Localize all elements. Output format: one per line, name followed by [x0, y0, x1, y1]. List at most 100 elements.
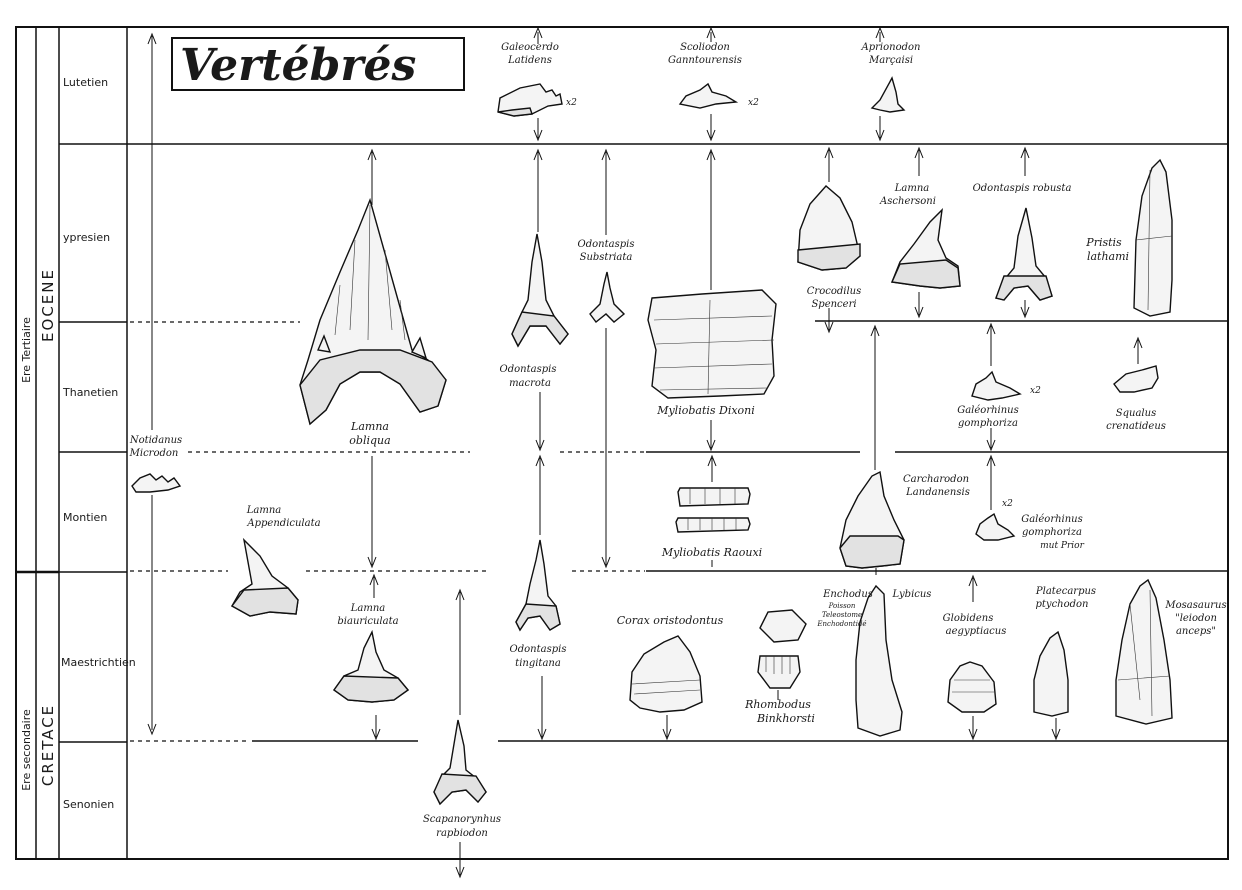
chart-frame — [15, 26, 1229, 860]
myliobatis-dixoni-plate — [647, 289, 777, 399]
label-notidanus-2: Microdon — [129, 448, 179, 459]
label-odontaspis-macrota-1: Odontaspis — [500, 364, 557, 375]
stage-montien: Montien — [63, 511, 107, 524]
stage-thanetien: Thanetien — [62, 386, 118, 399]
galeocerdo-tooth — [497, 83, 563, 117]
label-odontaspis-robusta: Odontaspis robusta — [973, 183, 1072, 194]
corax-tooth — [629, 635, 703, 713]
lamna-biauriculata-tooth — [333, 629, 410, 703]
scapanorynchus-tooth — [433, 719, 487, 806]
label-galeocerdo-2: Latidens — [507, 55, 552, 66]
era-tertiary-label: Ere Tertiaire — [20, 317, 33, 383]
globidens-tooth — [947, 661, 997, 713]
odontaspis-substriata-tooth — [589, 271, 626, 323]
label-lamna-biauriculata-1: Lamna — [350, 603, 386, 614]
label-enchodus-2: Lybicus — [892, 589, 932, 600]
label-mosasaurus-2: "leiodon — [1175, 613, 1217, 624]
label-enchodus-note-1: Poisson — [828, 602, 856, 610]
label-squalus-2: crenatideus — [1106, 421, 1166, 432]
stage-senonien: Senonien — [63, 798, 114, 811]
label-notidanus-1: Notidanus — [129, 435, 182, 446]
label-mosasaurus-1: Mosasaurus — [1164, 600, 1226, 611]
page-title: Vertébrés — [180, 40, 416, 91]
label-scoliodon-mult: x2 — [748, 98, 759, 108]
label-galeorhinus-2-3: mut Prior — [1040, 541, 1084, 551]
label-odontaspis-tingitana-2: tingitana — [515, 658, 561, 669]
label-scapanorynchus-1: Scapanorynhus — [423, 814, 501, 825]
label-lamna-aschersoni-2: Aschersoni — [879, 196, 936, 207]
label-crocodilus-2: Spenceri — [811, 299, 856, 310]
label-carcharodon-2: Landanensis — [905, 487, 970, 498]
label-scoliodon-2: Ganntourensis — [668, 55, 742, 66]
label-crocodilus-1: Crocodilus — [807, 286, 861, 297]
label-scoliodon-1: Scoliodon — [680, 42, 730, 53]
stage-ypresien: ypresien — [63, 231, 110, 244]
label-galeorhinus-1-2: gomphoriza — [958, 418, 1018, 429]
label-galeorhinus-1-1: Galéorhinus — [957, 405, 1019, 416]
squalus-tooth — [1113, 365, 1159, 393]
range-lines — [147, 26, 1143, 879]
label-galeorhinus-1-mult: x2 — [1030, 386, 1041, 396]
label-enchodus-note-3: Enchodontidé — [816, 620, 866, 628]
label-myliobatis-dixoni: Myliobatis Dixoni — [656, 404, 755, 417]
label-galeocerdo-mult: x2 — [566, 98, 577, 108]
label-odontaspis-tingitana-1: Odontaspis — [510, 644, 567, 655]
label-lamna-appendiculata-2: Appendiculata — [246, 518, 320, 529]
period-cretace-label: CRETACE — [39, 704, 57, 786]
crocodilus-tooth — [797, 185, 861, 271]
label-globidens-1: Globidens — [943, 613, 994, 624]
label-aprionodon-1: Aprionodon — [861, 42, 921, 53]
period-eocene-label: EOCENE — [39, 268, 57, 342]
era-secondary-label: Ere secondaire — [20, 709, 33, 791]
label-scapanorynchus-2: rapbiodon — [436, 828, 488, 839]
label-pristis-2: lathami — [1087, 250, 1129, 263]
label-galeorhinus-2-1: Galéorhinus — [1021, 514, 1083, 525]
label-odontaspis-substriata-1: Odontaspis — [578, 239, 635, 250]
label-rhombodus-2: Binkhorsti — [756, 712, 815, 725]
stage-boundaries — [127, 143, 1228, 742]
notidanus-tooth — [131, 473, 182, 493]
label-lamna-obliqua-1: Lamna — [350, 420, 389, 433]
label-galeorhinus-2-2: gomphoriza — [1022, 527, 1082, 538]
stage-lutetien: Lutetien — [63, 76, 108, 89]
label-squalus-1: Squalus — [1116, 408, 1156, 419]
odontaspis-tingitana-tooth — [515, 539, 561, 632]
title-box: Vertébrés — [171, 37, 465, 91]
odontaspis-macrota-tooth — [511, 233, 569, 348]
platecarpus-tooth — [1033, 630, 1069, 717]
label-enchodus-note-2: Teleostome — [822, 611, 862, 619]
label-galeocerdo-1: Galeocerdo — [501, 42, 559, 53]
label-pristis-1: Pristis — [1085, 236, 1122, 249]
label-myliobatis-raouxi: Myliobatis Raouxi — [661, 546, 762, 559]
label-odontaspis-substriata-2: Substriata — [580, 252, 633, 263]
label-aprionodon-2: Marçaisi — [868, 55, 913, 66]
aprionodon-tooth — [870, 76, 906, 113]
lamna-appendiculata-tooth — [230, 537, 299, 617]
label-corax: Corax oristodontus — [617, 614, 724, 627]
label-mosasaurus-3: anceps" — [1176, 626, 1216, 637]
stage-maestrichtien: Maestrichtien — [61, 656, 136, 669]
galeorhinus-tooth-montien — [975, 512, 1016, 541]
label-lamna-biauriculata-2: biauriculata — [337, 616, 398, 627]
galeorhinus-tooth-thanetien — [971, 370, 1022, 401]
carcharodon-tooth — [839, 470, 905, 569]
mosasaurus-tooth — [1115, 578, 1173, 725]
myliobatis-raouxi-plates — [675, 487, 751, 533]
enchodus-tooth — [855, 584, 903, 737]
fossil-labels: Galeocerdo Latidens x2 Scoliodon Ganntou… — [129, 42, 1227, 839]
label-rhombodus-1: Rhombodus — [744, 698, 811, 711]
odontaspis-robusta-tooth — [995, 207, 1053, 301]
label-platecarpus-2: ptychodon — [1036, 599, 1089, 610]
label-enchodus-1: Enchodus — [822, 589, 873, 600]
label-carcharodon-1: Carcharodon — [903, 474, 969, 485]
label-lamna-appendiculata-1: Lamna — [246, 505, 282, 516]
rhombodus-plates — [757, 609, 807, 689]
label-odontaspis-macrota-2: macrota — [509, 378, 551, 389]
lamna-obliqua-tooth — [299, 197, 447, 426]
label-galeorhinus-2-mult: x2 — [1002, 499, 1013, 509]
pristis-rostral-tooth — [1133, 158, 1173, 317]
label-lamna-obliqua-2: obliqua — [349, 434, 390, 447]
label-platecarpus-1: Platecarpus — [1035, 586, 1096, 597]
label-globidens-2: aegyptiacus — [946, 626, 1007, 637]
